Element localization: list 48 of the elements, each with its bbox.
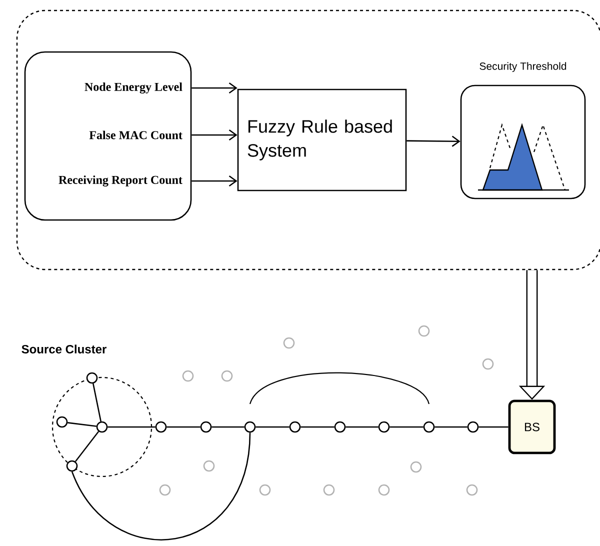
idle-node (221, 370, 233, 382)
idle-node (182, 370, 194, 382)
arrow (192, 175, 238, 187)
arrow (192, 82, 238, 94)
sensor-node (56, 416, 68, 428)
idle-node (466, 484, 478, 496)
link-line (92, 383, 102, 422)
sensor-node (86, 372, 98, 384)
sensor-node (423, 421, 435, 433)
arrow (406, 136, 460, 147)
process-box: Fuzzy Rule based System (237, 88, 407, 192)
link-line (478, 426, 508, 428)
idle-node (259, 484, 271, 496)
sensor-node (378, 421, 390, 433)
link-line (346, 426, 378, 428)
input-label: False MAC Count (89, 130, 182, 140)
idle-node (203, 460, 215, 472)
idle-node (410, 461, 422, 473)
dashed-frame (16, 10, 600, 270)
arrow (192, 129, 238, 141)
sensor-node (66, 460, 78, 472)
link-line (212, 426, 244, 428)
idle-node (159, 484, 171, 496)
idle-node (482, 358, 494, 370)
link-line (300, 426, 334, 428)
link-line (434, 426, 468, 428)
link-line (256, 426, 290, 428)
cluster-label: Source Cluster (22, 344, 106, 354)
sensor-node (155, 421, 167, 433)
sensor-node (200, 421, 212, 433)
link-line (390, 426, 424, 428)
link-line (74, 431, 100, 462)
idle-node (418, 325, 430, 337)
sensor-node (467, 421, 479, 433)
sensor-node (244, 421, 256, 433)
sensor-node (289, 421, 301, 433)
link-line (71, 432, 251, 540)
input-label: Receiving Report Count (58, 176, 182, 186)
heading: Security Threshold (480, 62, 566, 72)
idle-node (283, 337, 295, 349)
link-line (108, 426, 156, 428)
sensor-node (96, 421, 108, 433)
link-line (166, 426, 200, 428)
base-station-box: BS (508, 400, 556, 454)
sensor-node (334, 421, 346, 433)
idle-node (323, 484, 335, 496)
input-label: Node Energy Level (84, 82, 182, 94)
idle-node (378, 484, 390, 496)
